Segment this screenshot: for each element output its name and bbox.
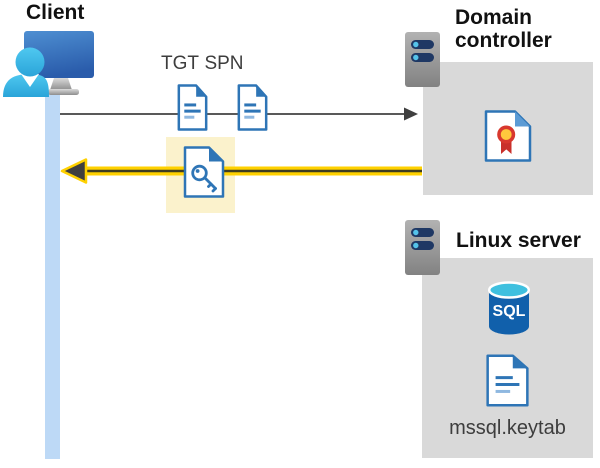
linux-server-title: Linux server (456, 229, 581, 252)
sql-icon-label: SQL (493, 303, 526, 320)
tgt-label: TGT (161, 53, 199, 74)
domain-controller-server-icon (405, 32, 440, 87)
client-title: Client (26, 1, 85, 24)
tgt-ticket-icon (177, 84, 208, 131)
keytab-filename: mssql.keytab (449, 417, 566, 439)
domain-controller-title: Domain controller (455, 6, 552, 52)
sql-database-icon: SQL (487, 281, 531, 335)
spn-label: SPN (204, 53, 244, 74)
client-lifeline-bar (45, 94, 60, 459)
spn-ticket-icon (237, 84, 268, 131)
key-ticket-icon (183, 146, 225, 198)
user-icon (3, 47, 49, 97)
keytab-file-icon (485, 354, 530, 407)
client-workstation-icon (3, 31, 94, 97)
response-arrow-left-highlighted (60, 158, 422, 184)
certificate-icon (484, 110, 532, 162)
linux-server-icon (405, 220, 440, 275)
